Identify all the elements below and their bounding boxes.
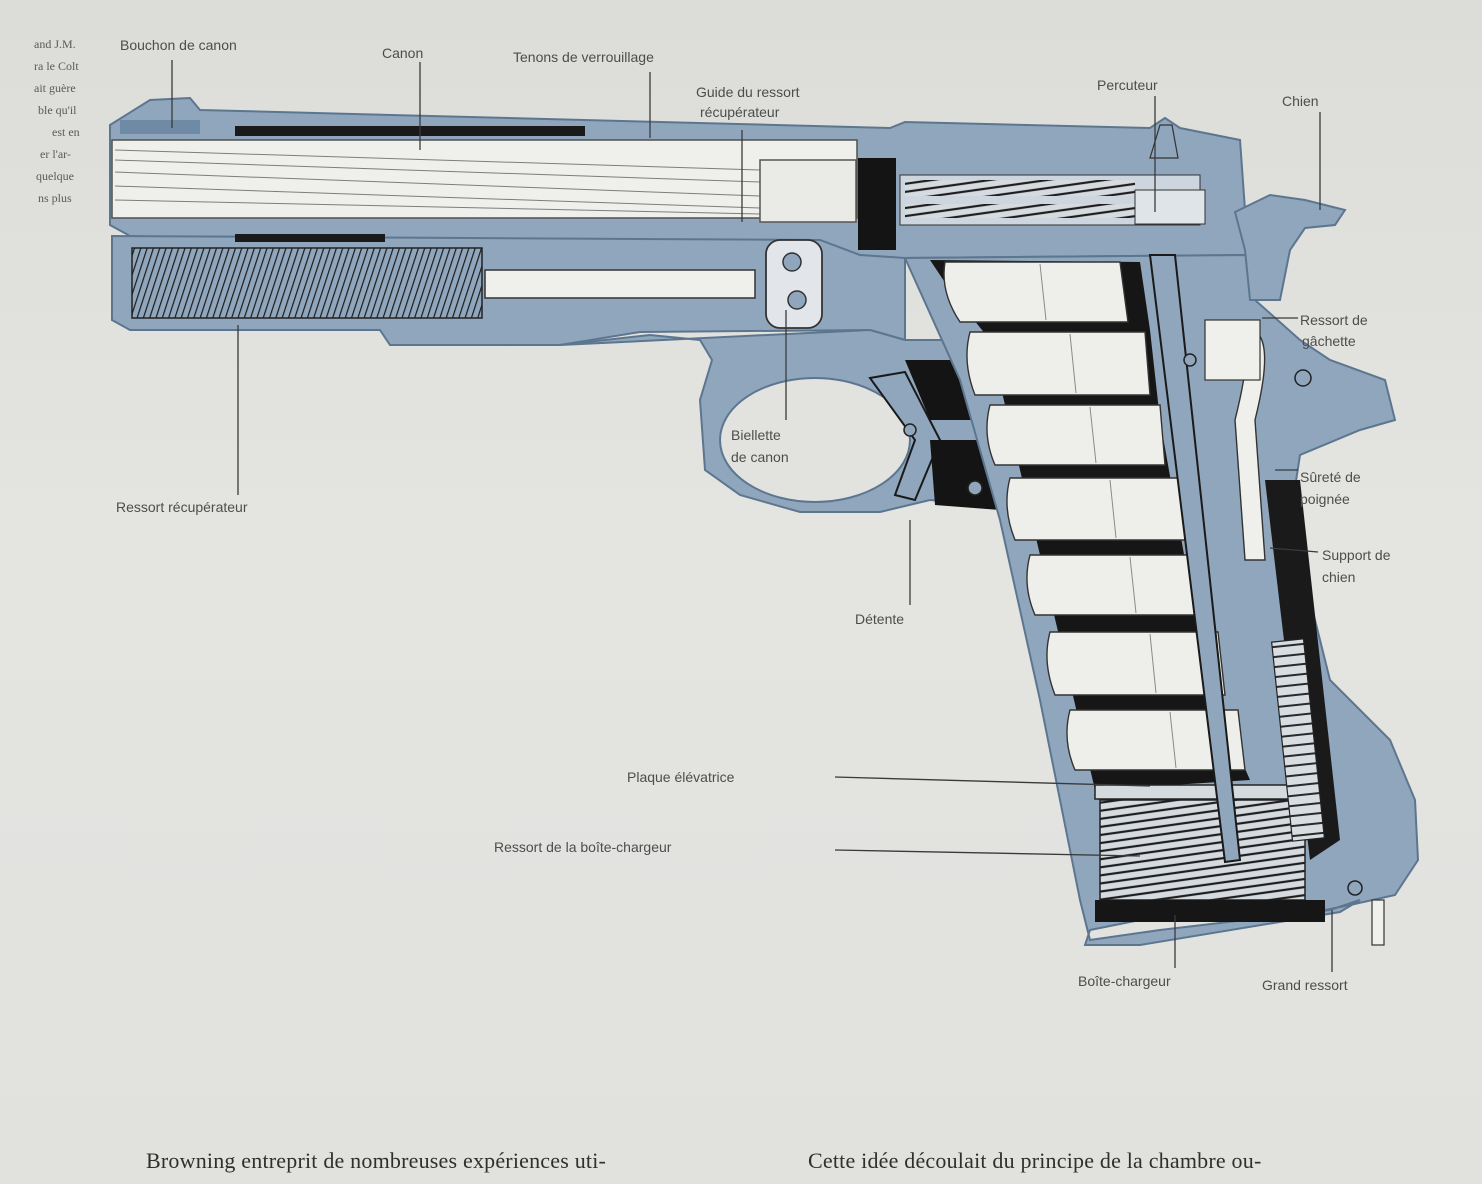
rifling-lines	[114, 149, 761, 215]
firing-pin-spring-2	[905, 204, 1135, 218]
recoil-spring	[131, 247, 483, 319]
label-percuteur: Percuteur	[1097, 77, 1158, 93]
recoil-spring-guide	[484, 269, 756, 299]
label-ressort-gachette-2: gâchette	[1302, 333, 1356, 349]
chamber	[759, 159, 857, 223]
magazine-spring	[1099, 799, 1306, 901]
label-ressort-gachette-1: Ressort de	[1300, 312, 1368, 328]
label-boite-chargeur: Boîte-chargeur	[1078, 973, 1171, 989]
label-detente: Détente	[855, 611, 904, 627]
fragment-line: er l'ar-	[40, 147, 71, 161]
fragment-line: ns plus	[38, 191, 72, 205]
frame	[111, 193, 1420, 946]
label-ressort-recuperateur: Ressort récupérateur	[116, 499, 248, 515]
sear-spring-block	[1204, 319, 1261, 381]
magazine-follower	[1094, 784, 1296, 800]
label-bouchon-de-canon: Bouchon de canon	[120, 37, 237, 53]
label-plaque-elevatrice: Plaque élévatrice	[627, 769, 735, 785]
rear-sight	[1149, 124, 1179, 159]
fragment-line: est en	[52, 125, 80, 139]
recoil-spring-rod-top	[235, 234, 385, 242]
firing-pin	[1134, 189, 1206, 225]
label-guide-ressort-1: Guide du ressort	[696, 84, 800, 100]
trigger	[868, 370, 942, 502]
slide	[109, 96, 1252, 260]
trigger-guard-opening	[719, 377, 911, 503]
label-grand-ressort: Grand ressort	[1262, 977, 1348, 993]
barrel-link	[765, 239, 823, 329]
label-surete-1: Sûreté de	[1300, 469, 1361, 485]
fragment-line: ait guère	[34, 81, 76, 95]
leader-lines	[171, 60, 1333, 972]
label-guide-ressort-2: récupérateur	[700, 104, 780, 120]
diagram-labels: Bouchon de canon Canon Tenons de verroui…	[116, 37, 1391, 993]
body-text-left: Browning entreprit de nombreuses expérie…	[146, 1148, 607, 1173]
breech-block	[858, 158, 896, 250]
label-biellette-2: de canon	[731, 449, 789, 465]
label-chien: Chien	[1282, 93, 1319, 109]
firing-pin-spring	[905, 180, 1135, 196]
fragment-line: and J.M.	[34, 37, 76, 51]
label-biellette-1: Biellette	[731, 427, 781, 443]
body-text-right: Cette idée découlait du principe de la c…	[808, 1148, 1262, 1173]
label-tenons: Tenons de verrouillage	[513, 49, 654, 65]
fragment-line: ra le Colt	[34, 59, 79, 73]
hammer	[1233, 193, 1347, 301]
barrel-bore	[111, 139, 858, 219]
sear-linkage	[1148, 254, 1242, 864]
label-surete-2: poignée	[1300, 491, 1350, 507]
cartridges	[943, 261, 1246, 771]
fragment-line: quelque	[36, 169, 74, 183]
label-canon: Canon	[382, 45, 423, 61]
label-support-1: Support de	[1322, 547, 1391, 563]
magazine-base	[1095, 900, 1325, 922]
label-ressort-boite-chargeur: Ressort de la boîte-chargeur	[494, 839, 672, 855]
barrel-top-rib	[235, 126, 585, 136]
column-fragments: and J.M. ra le Colt ait guère ble qu'il …	[34, 37, 80, 205]
mainspring-pin	[1371, 899, 1385, 946]
mainspring	[1270, 638, 1326, 842]
fragment-line: ble qu'il	[38, 103, 77, 117]
barrel-bushing-detail	[120, 120, 200, 134]
label-support-2: chien	[1322, 569, 1355, 585]
